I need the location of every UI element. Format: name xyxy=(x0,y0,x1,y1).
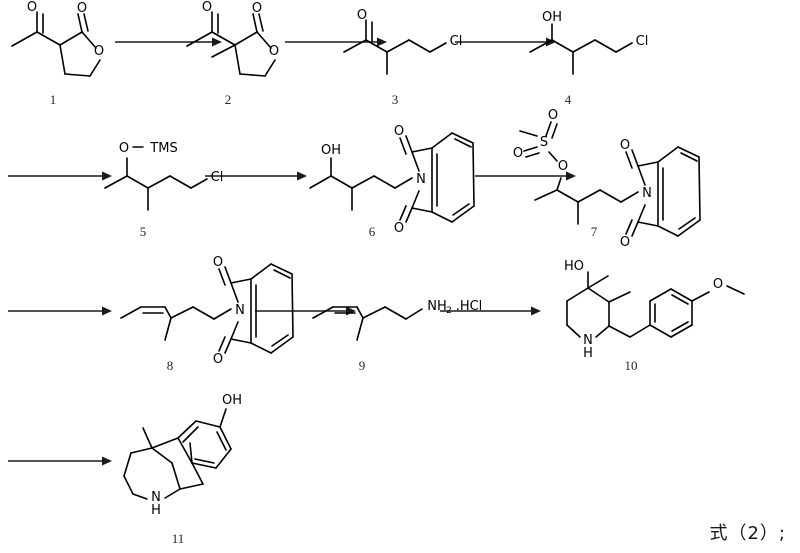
atom-label-Cl: Cl xyxy=(450,34,463,49)
atom-label-O: O xyxy=(713,277,723,292)
structure-compound-4: OH Cl xyxy=(529,10,649,75)
compound-label-3: 3 xyxy=(391,92,399,107)
arrow-to-5 xyxy=(8,171,112,181)
arrow-5-6 xyxy=(205,171,307,181)
compound-label-7: 7 xyxy=(590,224,598,239)
atom-label-N: N xyxy=(151,490,161,505)
structure-compound-3: O Cl xyxy=(343,8,463,75)
compound-label-5: 5 xyxy=(139,224,147,239)
atom-label-O: O xyxy=(27,0,37,15)
atom-label-S: S xyxy=(540,135,548,150)
atom-label-O: O xyxy=(548,108,558,123)
atom-label-O: O xyxy=(394,124,404,139)
atom-label-TMS: TMS xyxy=(149,141,177,156)
atom-label-HO: HO xyxy=(564,259,584,274)
structure-compound-7: S O O O N O O xyxy=(513,108,701,250)
atom-label-NH-hydrogen: H xyxy=(151,503,161,518)
atom-label-O: O xyxy=(394,221,404,236)
atom-label-O: O xyxy=(77,1,87,16)
arrow-9-10 xyxy=(440,306,541,316)
atom-label-OH: OH xyxy=(321,143,341,158)
structure-compound-1: O O O xyxy=(11,0,104,77)
atom-label-Cl: Cl xyxy=(636,34,649,49)
compound-label-8: 8 xyxy=(166,358,174,373)
arrow-to-8 xyxy=(8,306,112,316)
atom-label-N: N xyxy=(416,172,426,187)
atom-label-O: O xyxy=(620,235,630,250)
atom-label-NH2-subscript: 2 xyxy=(446,306,452,316)
atom-label-NH-hydrogen: H xyxy=(583,346,593,361)
atom-label-O: O xyxy=(213,255,223,270)
atom-label-OH: OH xyxy=(222,393,242,408)
formula-tag: 式（2）; xyxy=(709,523,786,544)
compound-label-1: 1 xyxy=(49,92,57,107)
arrow-to-11 xyxy=(8,456,112,466)
atom-label-O: O xyxy=(558,159,568,174)
atom-label-O: O xyxy=(269,44,279,59)
atom-label-O: O xyxy=(94,44,104,59)
atom-label-O: O xyxy=(202,0,212,15)
compound-label-4: 4 xyxy=(564,92,572,107)
compound-label-6: 6 xyxy=(368,224,376,239)
compound-label-9: 9 xyxy=(358,358,366,373)
structure-compound-11: OH N H xyxy=(123,393,242,518)
atom-label-N: N xyxy=(583,333,593,348)
atom-label-Cl: Cl xyxy=(211,170,224,185)
atom-label-N: N xyxy=(642,186,652,201)
atom-label-O: O xyxy=(620,138,630,153)
arrow-6-7 xyxy=(475,171,576,181)
arrow-8-9 xyxy=(255,306,356,316)
atom-label-O: O xyxy=(513,146,523,161)
structure-compound-2: O O O xyxy=(186,0,279,77)
atom-label-O: O xyxy=(252,1,262,16)
compound-label-2: 2 xyxy=(224,92,232,107)
atom-label-N: N xyxy=(235,303,245,318)
atom-label-OH: OH xyxy=(542,10,562,25)
compound-label-10: 10 xyxy=(624,358,638,373)
arrow-1-2 xyxy=(115,37,222,47)
structure-compound-5: O TMS Cl xyxy=(104,141,224,211)
atom-label-O: O xyxy=(213,352,223,367)
arrow-3-4 xyxy=(455,37,556,47)
atom-label-HCl: .HCl xyxy=(456,299,483,314)
structure-compound-9: NH 2 .HCl xyxy=(312,299,483,341)
structure-compound-8: N O O xyxy=(120,255,294,367)
atom-label-O: O xyxy=(119,141,129,156)
atom-label-O: O xyxy=(357,8,367,23)
atom-label-NH2: NH xyxy=(427,299,447,314)
compound-label-11: 11 xyxy=(171,531,185,546)
structure-compound-10: HO N H O xyxy=(564,259,745,361)
structure-compound-6: OH N O O xyxy=(309,124,475,236)
